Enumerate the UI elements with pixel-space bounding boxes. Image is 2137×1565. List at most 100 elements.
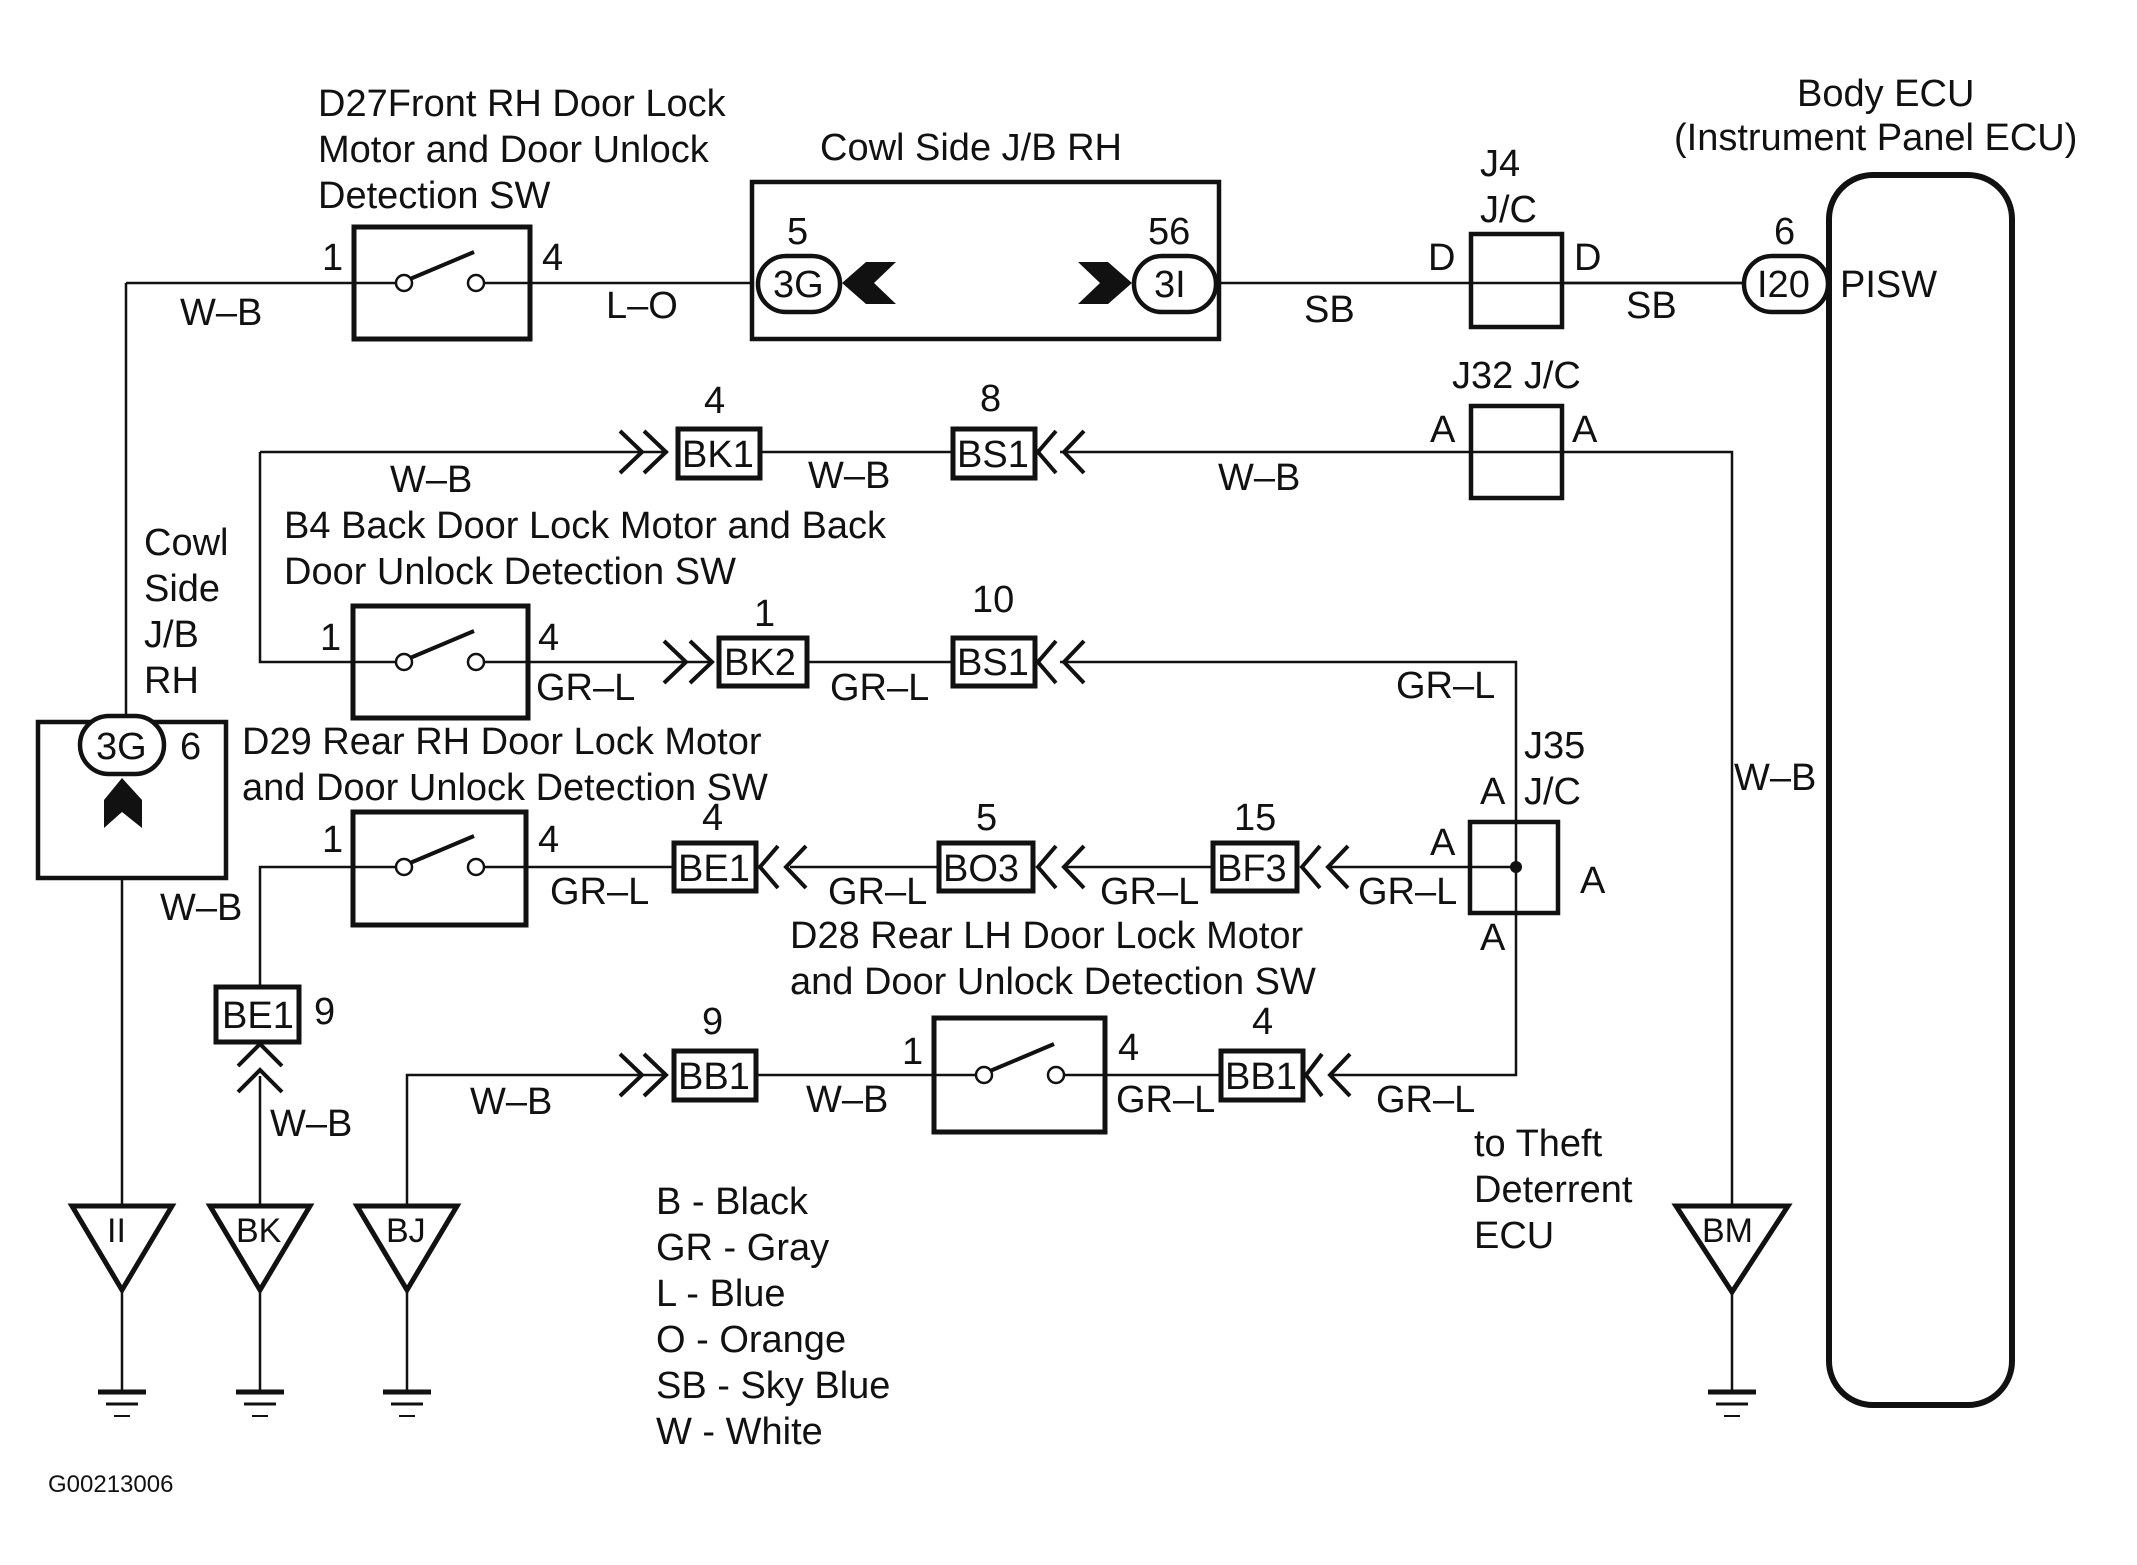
theft-deterrent-note: to Theft Deterrent ECU (1474, 1123, 1633, 1257)
ground-icon (1708, 1389, 1756, 1417)
row4: W–B GR–L 4 BE1 GR–L 5 BO3 GR–L 15 BF3 GR… (160, 797, 1457, 929)
chevron-left-icon (1299, 844, 1350, 890)
body-ecu: Body ECU (Instrument Panel ECU) 6 I20 PI… (1674, 73, 2077, 1408)
wire-label-row4-d: GR–L (1358, 871, 1457, 913)
be1-vertical-pin: 9 (314, 991, 335, 1033)
d27-label-3: Detection SW (318, 175, 550, 217)
connector-3g-left (77, 713, 167, 777)
d27-label-2: Motor and Door Unlock (318, 129, 710, 171)
cowl-jb-top-right-pin: 56 (1148, 211, 1190, 253)
legend-item: O - Orange (656, 1319, 846, 1361)
cowl-jb-left-label-3: J/B (144, 614, 199, 656)
bb1-right-pin: 4 (1252, 1001, 1273, 1043)
chevron-right-icon (618, 429, 669, 475)
j35-bottom-label: A (1480, 917, 1506, 959)
d29-switch-box (350, 809, 529, 928)
wire-label-top-left: W–B (180, 292, 262, 334)
b4-label-1: B4 Back Door Lock Motor and Back (284, 505, 887, 547)
d28-component: D28 Rear LH Door Lock Motor and Door Unl… (790, 915, 1316, 1135)
bs1-mid-pin: 10 (972, 579, 1014, 621)
ground-triangle (205, 1203, 315, 1295)
wire-row5-a (405, 1073, 664, 1206)
d29-pin-right: 4 (538, 819, 559, 861)
connector-bk2-label: BK2 (724, 642, 796, 684)
switch-icon (354, 250, 530, 293)
d27-component: D27Front RH Door Lock Motor and Door Unl… (318, 83, 727, 342)
chevron-left-icon (757, 844, 808, 890)
d28-pin-right: 4 (1118, 1027, 1139, 1069)
j35-junction: J35 J/C A A A A (1430, 725, 1606, 959)
wire-label-be1-vertical: W–B (270, 1103, 352, 1145)
bk2-pin: 1 (754, 593, 775, 635)
connector-bb1-right-label: BB1 (1225, 1056, 1297, 1098)
ground-triangle (352, 1203, 462, 1295)
theft-label-1: to Theft (1474, 1123, 1603, 1165)
j4-junction: J4 J/C D D (1428, 143, 1601, 330)
connector-bk2 (716, 635, 810, 689)
legend-item: GR - Gray (656, 1227, 829, 1269)
switch-icon (353, 834, 526, 877)
connector-bk1-label: BK1 (682, 434, 754, 476)
connector-be1-vertical (213, 984, 302, 1045)
d28-label-1: D28 Rear LH Door Lock Motor (790, 915, 1304, 957)
ground-bk-label: BK (236, 1212, 282, 1250)
connector-bf3 (1210, 840, 1300, 894)
d27-pin-right: 4 (542, 237, 563, 279)
j35-box (1467, 819, 1561, 916)
body-ecu-pin: 6 (1774, 211, 1795, 253)
d27-label-1: D27Front RH Door Lock (318, 83, 727, 125)
connector-3i-label: 3I (1154, 264, 1186, 306)
wire-label-sb-2: SB (1626, 285, 1677, 327)
wire-label-row4-a: GR–L (550, 871, 649, 913)
chevron-left-icon (1035, 844, 1086, 890)
j32-junction: J32 J/C A A (1430, 355, 1598, 501)
wire-label-row5-d: GR–L (1376, 1079, 1475, 1121)
legend-item: L - Blue (656, 1273, 786, 1315)
chevron-up-icon (104, 778, 142, 828)
wire-row2-c (1060, 450, 1734, 1206)
ground-bj: BJ (352, 1203, 462, 1417)
j32-right-label: A (1572, 409, 1598, 451)
ground-icon (98, 1389, 146, 1417)
j35-left-label: A (1430, 822, 1456, 864)
ground-ii: II (67, 1203, 177, 1417)
d29-label-1: D29 Rear RH Door Lock Motor (242, 721, 762, 763)
chevron-right-icon (1078, 262, 1132, 304)
j4-title: J4 (1480, 143, 1520, 185)
legend-item: SB - Sky Blue (656, 1365, 890, 1407)
chevron-left-icon (1035, 429, 1086, 475)
be1-row-pin: 4 (702, 797, 723, 839)
connector-bs1-top-label: BS1 (957, 434, 1029, 476)
ground-ii-label: II (107, 1212, 126, 1250)
connector-bo3-label: BO3 (943, 848, 1019, 890)
wire-label-sb-1: SB (1304, 289, 1355, 331)
b4-pin-right: 4 (538, 617, 559, 659)
ground-triangle (67, 1203, 177, 1295)
ground-icon (383, 1389, 431, 1417)
connector-bs1-top (950, 426, 1038, 481)
body-ecu-box (1826, 172, 2015, 1408)
wire-label-row2-a: W–B (390, 459, 472, 501)
chevron-right-icon (662, 639, 715, 685)
connector-i20 (1741, 253, 1831, 315)
cowl-jb-left-label-2: Side (144, 568, 220, 610)
b4-pin-left: 1 (320, 617, 341, 659)
bb1-left-pin: 9 (702, 1001, 723, 1043)
chevron-left-icon (1035, 639, 1086, 685)
wire-label-row4-left: W–B (160, 887, 242, 929)
wire-label-row4-b: GR–L (828, 871, 927, 913)
j32-box (1468, 403, 1565, 501)
ground-bm: BM (1671, 1203, 1793, 1417)
d29-label-2: and Door Unlock Detection SW (242, 767, 768, 809)
d29-pin-left: 1 (322, 819, 343, 861)
cowl-jb-left-label-1: Cowl (144, 522, 228, 564)
j35-subtitle: J/C (1524, 771, 1581, 813)
body-ecu-title: Body ECU (1797, 73, 1974, 115)
chevron-right-icon (618, 1052, 669, 1098)
ground-icon (236, 1389, 284, 1417)
b4-component: B4 Back Door Lock Motor and Back Door Un… (284, 505, 887, 721)
connector-bf3-label: BF3 (1217, 848, 1287, 890)
be1-vertical-connector: BE1 9 W–B (213, 984, 352, 1145)
wire-label-lo: L–O (606, 285, 678, 327)
